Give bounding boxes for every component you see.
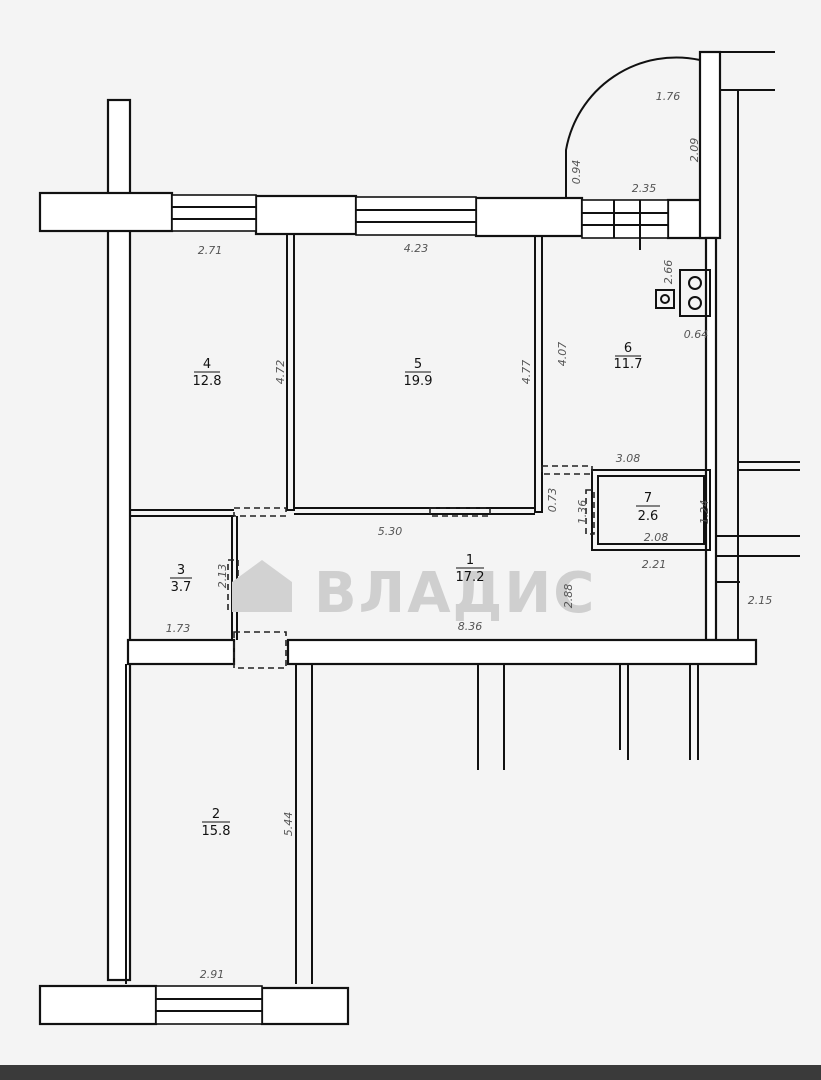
wall-balcony-side	[698, 50, 722, 240]
room-4-number: 4	[203, 357, 211, 372]
dim-stove-length: 2.66	[662, 260, 675, 285]
balcony-arc	[565, 56, 701, 198]
wall-bottom-left	[38, 984, 158, 1026]
wall-bathroom-bottom	[126, 638, 236, 666]
room-5-number: 5	[414, 357, 422, 372]
dim-hall-length: 8.36	[458, 620, 483, 633]
room-6-area: 11.7	[614, 357, 643, 372]
room-1-number: 1	[466, 553, 474, 568]
watermark-text: ВЛАДИС	[314, 561, 596, 626]
wall-left-outer	[106, 98, 132, 982]
dim-entry: 2.15	[748, 594, 773, 607]
window-room4	[171, 194, 257, 232]
room-5-area: 19.9	[404, 374, 433, 389]
house-logo-icon	[232, 560, 292, 612]
window-room2	[155, 985, 263, 1025]
room-7-area: 2.6	[638, 509, 659, 524]
dim-room4-length: 4.72	[274, 360, 287, 385]
dim-room5-length: 4.77	[520, 360, 533, 385]
wall-top-left-stub	[38, 191, 174, 233]
room-6-number: 6	[624, 341, 632, 356]
dim-hall-top: 5.30	[378, 525, 403, 538]
dim-room6-length: 4.07	[556, 342, 569, 367]
room-4-area: 12.8	[193, 374, 222, 389]
dim-room4-width: 2.71	[198, 244, 223, 257]
room-3-number: 3	[177, 563, 185, 578]
dim-room7-length: 1.24	[698, 500, 711, 525]
dim-balcony-depth: 2.09	[688, 138, 701, 163]
bottom-edge	[0, 1065, 821, 1080]
wall-bottom-right	[260, 986, 350, 1026]
room7-walls	[591, 469, 711, 551]
dim-room3-length: 2.13	[216, 564, 229, 589]
room-7-number: 7	[644, 491, 652, 506]
dim-niche-depth: 0.73	[546, 488, 559, 513]
partitions	[125, 90, 800, 984]
burner-icon	[688, 276, 702, 290]
dim-room3-width: 1.73	[166, 622, 191, 635]
dim-room2-width: 2.91	[200, 968, 225, 981]
dim-room5-width: 4.23	[404, 242, 429, 255]
dim-balcony-return: 0.94	[570, 160, 583, 185]
room-labels: 4 12.8 5 19.9 6 11.7 7 2.6 3 3.7 1 17.2 …	[170, 341, 660, 839]
dim-room2-length: 5.44	[282, 812, 295, 837]
room-2-number: 2	[212, 807, 220, 822]
burner-icon	[688, 296, 702, 310]
dim-room7-door: 1.36	[576, 500, 589, 525]
room-3-area: 3.7	[171, 580, 192, 595]
dim-room6-width: 3.08	[616, 452, 641, 465]
dim-balcony-width: 1.76	[656, 90, 681, 103]
sink-icon	[655, 289, 675, 309]
windows	[155, 194, 669, 1025]
walls	[38, 50, 758, 1026]
dim-hall-end: 2.21	[642, 558, 667, 571]
partition-4-5	[286, 233, 295, 511]
room-1-area: 17.2	[456, 570, 485, 585]
dim-stove-depth: 0.64	[684, 328, 709, 341]
dimension-labels: 2.71 4.23 2.35 1.76 2.09 0.94 2.66 0.64 …	[166, 90, 773, 981]
balcony	[565, 51, 775, 198]
wall-top-pier-1	[254, 194, 358, 236]
room-2-area: 15.8	[202, 824, 231, 839]
window-room6	[581, 199, 669, 250]
wall-top-pier-2	[474, 196, 584, 238]
watermark: ВЛАДИС	[232, 560, 596, 626]
kitchen-stove	[655, 269, 711, 317]
partition-5-6	[534, 235, 543, 513]
dim-room7-width: 2.08	[644, 531, 669, 544]
window-room5	[355, 196, 477, 236]
dim-room6-window: 2.35	[632, 182, 657, 195]
wall-corridor-bottom	[286, 638, 758, 666]
dim-hall-height: 2.88	[562, 584, 575, 609]
